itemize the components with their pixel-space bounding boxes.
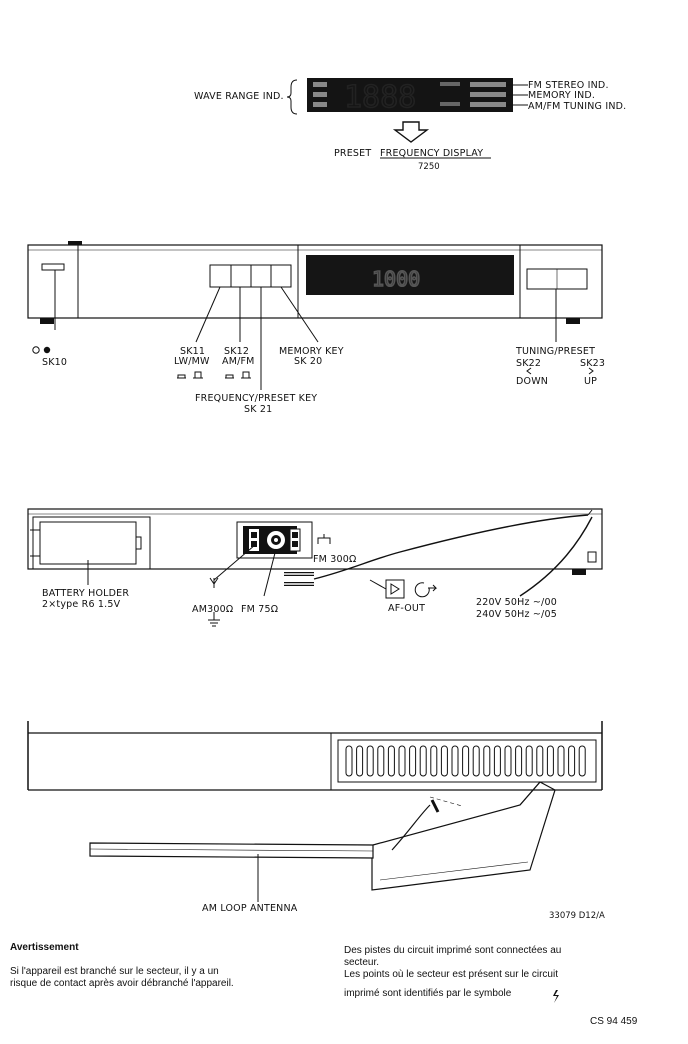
front-panel-section: 1000 SK10 SK11 LW/MW SK12 AM/FM MEMORY K…: [27, 241, 605, 415]
vent-slot: [525, 745, 533, 777]
headphone-out-icon: [414, 582, 430, 598]
sk21-label: SK 21: [244, 404, 272, 415]
sk11-label: SK11: [180, 346, 205, 357]
play-icon: [390, 583, 400, 595]
af-out-box: [385, 579, 405, 599]
tuning-indicator: [470, 102, 506, 107]
sk10-label: SK10: [42, 357, 67, 368]
lightning-icon: [553, 990, 559, 1003]
notice-title: Avertissement: [10, 942, 79, 953]
vent-slot: [430, 745, 438, 777]
tuning-label: AM/FM TUNING IND.: [528, 101, 626, 112]
antenna-connector-block: [236, 521, 313, 559]
vent-slot: [472, 745, 480, 777]
vent-slot: [483, 745, 491, 777]
wave-range-indicator: [313, 82, 327, 87]
vent-slot: [398, 745, 406, 777]
fm300-label: FM 300Ω: [313, 554, 356, 565]
sk12-label: SK12: [224, 346, 249, 357]
sk11-lw-mw-key[interactable]: [209, 264, 232, 288]
notice-right-line1: Des pistes du circuit imprimé sont conne…: [344, 945, 562, 956]
vent-slot: [377, 745, 385, 777]
fm-stereo-label: FM STEREO IND.: [528, 80, 609, 91]
sk12-am-fm-key[interactable]: [230, 264, 252, 288]
sk20-label: SK 20: [294, 356, 322, 367]
memory-indicator: [470, 92, 506, 97]
vent-slot: [440, 745, 448, 777]
front-display-digits: 1000: [372, 267, 420, 291]
tuning-preset-label: TUNING/PRESET: [515, 346, 595, 357]
sk20-memory-key[interactable]: [270, 264, 292, 288]
vent-slot: [387, 745, 395, 777]
front-panel-body: [27, 244, 603, 319]
mains-240-label: 240V 50Hz ~/05: [476, 609, 557, 620]
model-number: 7250: [418, 162, 440, 172]
front-display-window: [306, 255, 514, 295]
frequency-display-caption: FREQUENCY DISPLAY: [380, 148, 483, 159]
notice-right-line3: Les points où le secteur est présent sur…: [344, 969, 558, 980]
vent-grille: [337, 739, 597, 783]
fm-stereo-indicator: [470, 82, 506, 87]
mains-220-label: 220V 50Hz ~/00: [476, 597, 557, 608]
vent-slot: [536, 745, 544, 777]
battery-type-label: 2×type R6 1.5V: [42, 599, 121, 610]
power-switch[interactable]: [41, 263, 65, 271]
rear-panel-section: FM 300Ω AF-OUT BATTERY HOLDER 2×type R6 …: [27, 508, 603, 627]
af-out-label: AF-OUT: [388, 603, 425, 614]
notice-right-line2: secteur.: [344, 957, 380, 968]
vent-slots: [345, 745, 586, 777]
vent-slot: [419, 745, 427, 777]
sk22-label: SK22: [516, 358, 541, 369]
am-fm-label: AM/FM: [222, 356, 255, 367]
vent-slot: [462, 745, 470, 777]
memory-label: MEMORY IND.: [528, 90, 595, 101]
vent-slot: [515, 745, 523, 777]
wave-range-label: WAVE RANGE IND.: [194, 91, 284, 102]
vent-slot: [504, 745, 512, 777]
drawing-reference: 33079 D12/A: [549, 911, 605, 921]
vent-slot: [546, 745, 554, 777]
vent-slot: [366, 745, 374, 777]
vent-slot: [409, 745, 417, 777]
battery-holder: [32, 516, 151, 570]
vent-slot: [557, 745, 565, 777]
off-symbol-icon: [32, 346, 40, 354]
segment-digits: 1888: [344, 80, 416, 115]
down-label: DOWN: [516, 376, 548, 387]
vent-slot: [568, 745, 576, 777]
footer-code: CS 94 459: [590, 1016, 638, 1027]
vent-slot: [356, 745, 364, 777]
up-label: UP: [584, 376, 597, 387]
battery-holder-label: BATTERY HOLDER: [42, 588, 129, 599]
sk23-label: SK23: [580, 358, 605, 369]
notice-left-line1: Si l'appareil est branché sur le secteur…: [10, 966, 219, 977]
notice-right-line4: imprimé sont identifiés par le symbole: [344, 988, 512, 999]
am300-label: AM300Ω: [192, 604, 233, 615]
down-arrow-icon: [392, 121, 430, 143]
am-loop-antenna-label: AM LOOP ANTENNA: [202, 903, 298, 914]
vent-slot: [493, 745, 501, 777]
preset-caption: PRESET: [334, 148, 371, 159]
am-loop-antenna: [89, 842, 374, 859]
display-section: WAVE RANGE IND. 1888 FM STEREO IND. MEMO…: [194, 78, 626, 172]
fm75-label: FM 75Ω: [241, 604, 278, 615]
frequency-preset-key-label: FREQUENCY/PRESET KEY: [195, 393, 317, 404]
lw-mw-label: LW/MW: [174, 356, 210, 367]
memory-key-label: MEMORY KEY: [279, 346, 344, 357]
sk21-frequency-preset-key[interactable]: [250, 264, 272, 288]
vent-slot: [451, 745, 459, 777]
antenna-section: AM LOOP ANTENNA 33079 D12/A: [27, 721, 605, 921]
notice-left-line2: risque de contact après avoir débranché …: [10, 978, 234, 989]
vent-slot: [345, 745, 353, 777]
rear-panel-body: [27, 508, 603, 570]
vent-slot: [578, 745, 586, 777]
on-symbol-icon: [43, 346, 51, 354]
